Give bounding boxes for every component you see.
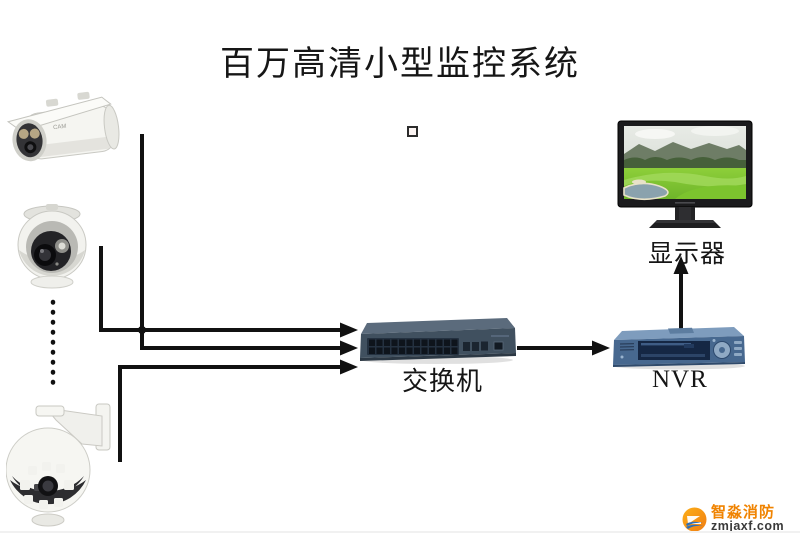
nvr-label: NVR	[652, 366, 708, 393]
nvr-image	[613, 327, 745, 370]
brand-domain: zmjaxf.com	[711, 519, 785, 534]
cable-junction-dot	[138, 326, 146, 334]
brand-logo-icon	[682, 507, 707, 531]
arrowhead-ptz-to-switch	[340, 359, 358, 375]
brand-watermark: 智淼消防 zmjaxf.com	[682, 501, 794, 537]
cable-ptz-to-switch	[118, 365, 342, 462]
page-title: 百万高清小型监控系统	[220, 46, 580, 83]
monitor-label: 显示器	[648, 241, 727, 268]
cable-dome-to-switch	[99, 246, 342, 332]
svg-text:CAM: CAM	[53, 124, 67, 132]
arrowhead-dome-to-switch	[340, 322, 358, 338]
cable-bullet-to-switch	[140, 134, 342, 350]
switch-label: 交换机	[402, 367, 484, 396]
bullet-camera-image: CAM	[6, 91, 120, 162]
arrowhead-nvr-to-monitor	[673, 256, 689, 274]
monitor-image	[617, 120, 753, 228]
small-square-mark	[407, 126, 418, 137]
bottom-divider	[0, 531, 800, 533]
arrowhead-bullet-to-switch	[340, 340, 358, 356]
network-switch-image	[360, 318, 516, 364]
dome-camera-image	[17, 204, 87, 289]
brand-name: 智淼消防	[711, 503, 776, 521]
arrowhead-switch-to-nvr	[592, 340, 610, 356]
ptz-camera-image	[6, 403, 111, 527]
